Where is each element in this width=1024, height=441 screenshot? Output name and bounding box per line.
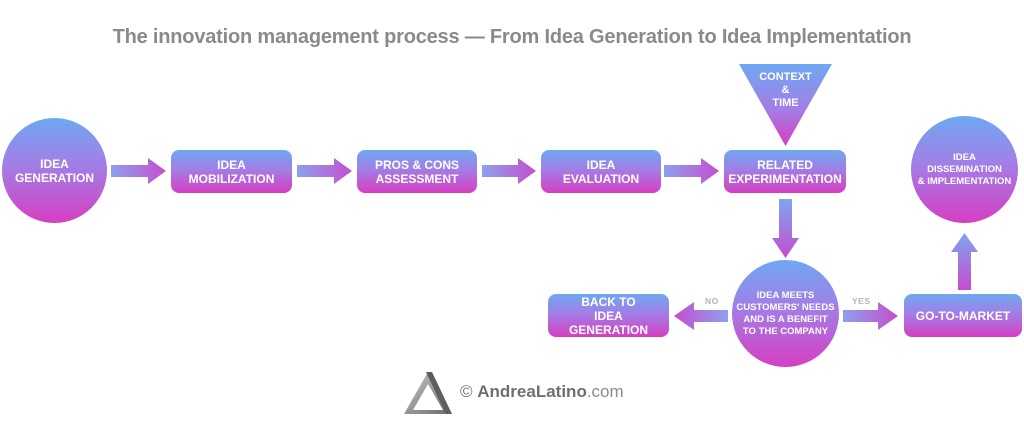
related-experimentation-node: RELATED EXPERIMENTATION xyxy=(724,150,846,193)
node-label: IDEA xyxy=(586,157,616,172)
arrow-decision-to-back xyxy=(674,302,728,330)
arrow-generation-to-mobilization xyxy=(111,158,166,184)
go-to-market-node: GO-TO-MARKET xyxy=(904,294,1022,337)
no-label: NO xyxy=(705,296,719,306)
node-label: ASSESSMENT xyxy=(375,171,459,186)
idea-evaluation-node: IDEA EVALUATION xyxy=(541,150,661,193)
arrow-pros-cons-to-evaluation xyxy=(482,158,536,184)
node-label: MOBILIZATION xyxy=(188,171,275,186)
back-to-generation-node: BACK TO IDEA GENERATION xyxy=(548,294,669,337)
node-label: CUSTOMERS' NEEDS xyxy=(736,301,835,313)
arrow-market-to-dissemination xyxy=(951,233,978,290)
node-label: RELATED xyxy=(757,157,813,172)
context-time-triangle xyxy=(739,64,832,146)
yes-label: YES xyxy=(852,296,871,306)
node-label: EXPERIMENTATION xyxy=(728,171,842,186)
brand-domain: .com xyxy=(586,382,624,401)
node-label: IDEA GENERATION xyxy=(568,308,649,337)
arrow-experimentation-to-decision xyxy=(772,199,799,258)
page-title: The innovation management process — From… xyxy=(112,26,912,48)
copyright-symbol: © xyxy=(460,382,473,401)
node-label: IDEA xyxy=(40,156,69,171)
node-label: AND IS A BENEFIT xyxy=(743,313,828,325)
context-label: CONTEXT xyxy=(759,71,812,83)
ampersand-label: & xyxy=(781,84,790,96)
node-label: IDEA MEETS xyxy=(756,289,815,301)
node-label: IDEA xyxy=(217,157,246,172)
pros-cons-node: PROS & CONS ASSESSMENT xyxy=(357,150,477,193)
triangle-logo-icon xyxy=(404,372,452,414)
node-label: BACK TO xyxy=(581,294,636,309)
dissemination-node: IDEA DISSEMINATION & IMPLEMENTATION xyxy=(911,116,1018,223)
node-label: PROS & CONS xyxy=(374,157,459,172)
node-label: GO-TO-MARKET xyxy=(915,308,1011,323)
node-label: IDEA DISSEMINATION xyxy=(927,151,1002,175)
decision-node: IDEA MEETS CUSTOMERS' NEEDS AND IS A BEN… xyxy=(732,260,839,367)
arrow-mobilization-to-pros-cons xyxy=(297,158,352,184)
arrow-decision-to-market xyxy=(843,302,898,330)
node-label: TO THE COMPANY xyxy=(742,325,829,337)
context-time-label: CONTEXT & TIME xyxy=(739,71,832,110)
node-label: GENERATION xyxy=(14,170,95,185)
idea-mobilization-node: IDEA MOBILIZATION xyxy=(171,150,292,193)
copyright-footer: © AndreaLatino.com xyxy=(460,382,624,402)
idea-generation-node: IDEA GENERATION xyxy=(2,118,107,223)
node-label: & IMPLEMENTATION xyxy=(917,175,1012,187)
time-label: TIME xyxy=(772,97,799,109)
brand-name: AndreaLatino xyxy=(477,382,587,401)
node-label: EVALUATION xyxy=(562,171,640,186)
arrow-evaluation-to-experimentation xyxy=(664,158,719,184)
